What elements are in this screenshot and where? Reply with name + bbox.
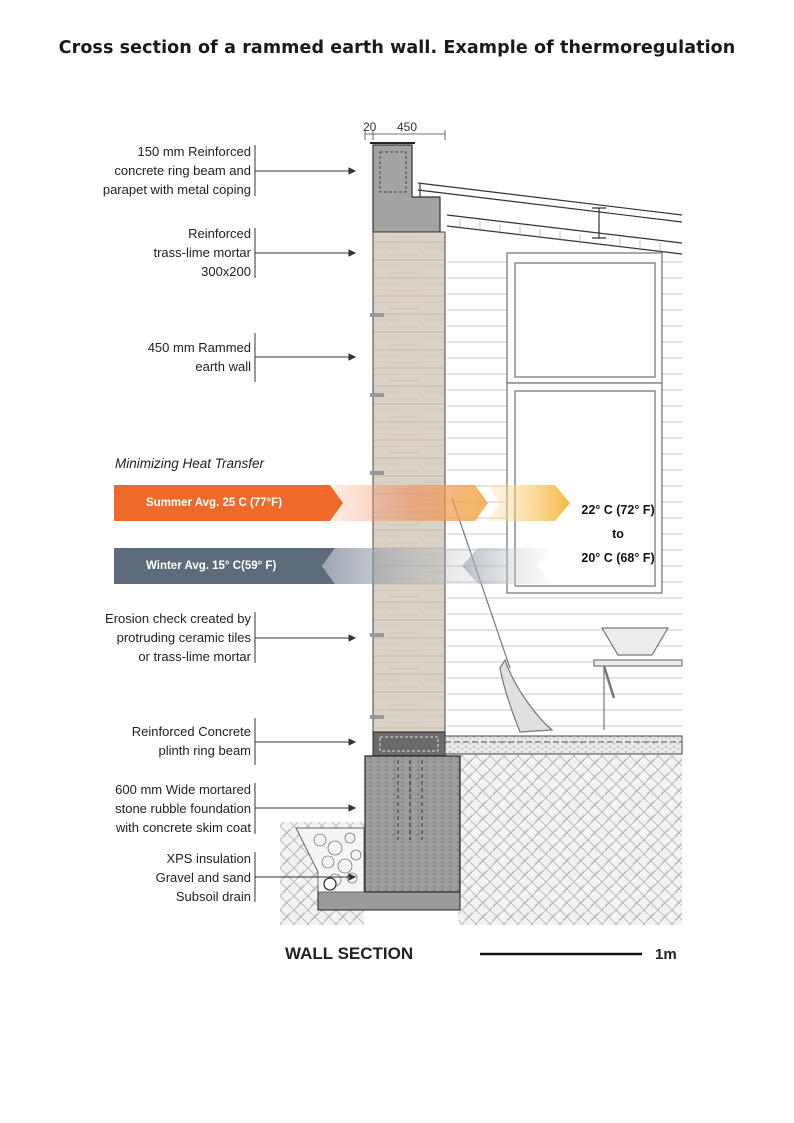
floor-slab (444, 735, 683, 755)
summer-heat-arrow (114, 485, 570, 521)
leader-lines (254, 145, 357, 902)
stone-rubble-foundation (364, 755, 461, 893)
scale-label: 1m (655, 946, 677, 963)
bowl-on-table (593, 627, 683, 730)
roof-insulation (459, 219, 661, 253)
foundation-base (317, 891, 461, 911)
indoor-temp-high: 22° C (72° F) (581, 503, 655, 517)
winter-heat-arrow (114, 548, 550, 584)
plinth-ring-beam (372, 731, 446, 757)
heat-transfer-subtitle: Minimizing Heat Transfer (115, 456, 265, 471)
window (506, 252, 663, 594)
wall-section-caption: WALL SECTION (285, 944, 414, 963)
dimension-right: 450 (397, 120, 418, 134)
erosion-check-tiles (370, 313, 384, 719)
subsoil-drain-pipe (323, 877, 337, 891)
summer-label: Summer Avg. 25 C (77°F) (146, 497, 283, 509)
indoor-temp-low: 20° C (68° F) (581, 551, 655, 565)
ground-hatch (458, 755, 682, 925)
dimension-line (364, 130, 446, 140)
roof (417, 182, 683, 255)
rammed-earth-wall (372, 231, 446, 733)
indoor-temp-to: to (612, 527, 624, 541)
diagram-title: Cross section of a rammed earth wall. Ex… (58, 38, 736, 58)
winter-label: Winter Avg. 15° C(59° F) (146, 560, 277, 572)
